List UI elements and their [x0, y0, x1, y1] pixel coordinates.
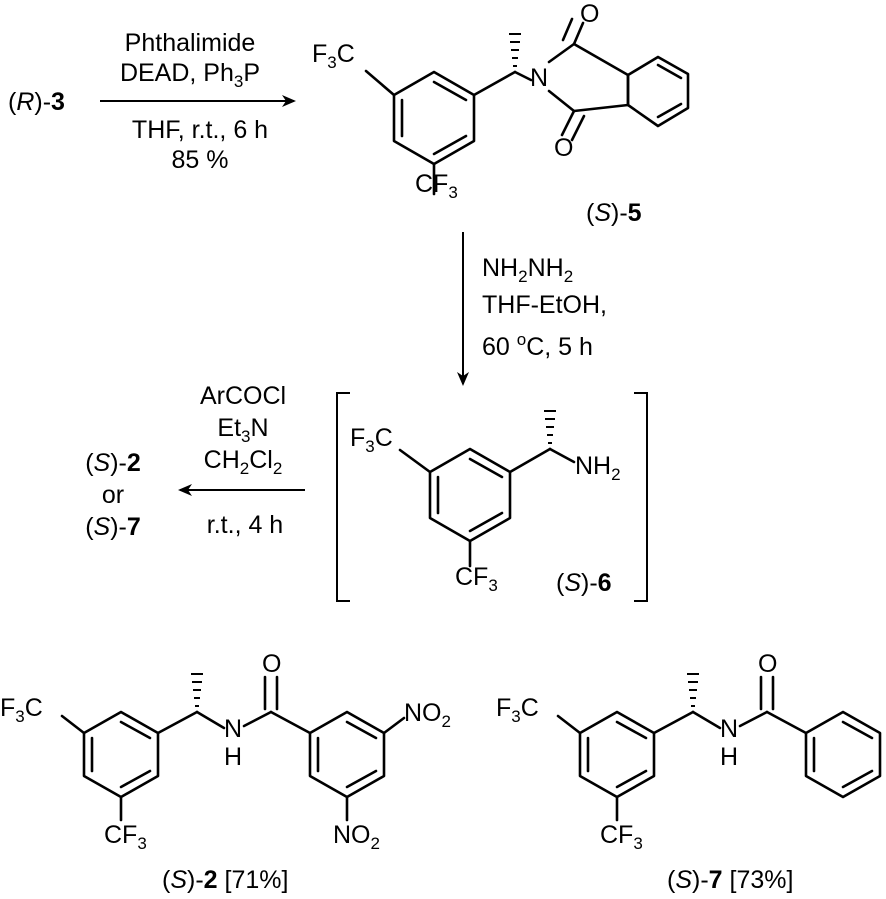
compound5-n-atom: N — [530, 64, 548, 92]
compound7-o-atom: O — [758, 650, 777, 678]
compound2-aryl-ring — [82, 710, 160, 799]
step1-conditions: THF, r.t., 6 h — [132, 116, 268, 144]
step2-reagent-hydrazine: NH2NH2 — [482, 254, 573, 286]
compound6-f3c-group: F3C — [350, 424, 393, 456]
starting-material-label: (R)-3 — [8, 88, 65, 116]
compound2-h-atom: H — [224, 743, 242, 771]
step1-yield: 85 % — [172, 146, 229, 174]
compound2-n-atom: N — [224, 715, 242, 743]
compound2-f3c-group: F3C — [0, 694, 43, 726]
compound5-f3c-group: F3C — [312, 40, 355, 72]
compound-5-structure: F3C CF3 N O O — [312, 0, 690, 202]
compound2-no2-bottom: NO2 — [333, 821, 380, 853]
compound6-aryl-ring — [428, 447, 512, 543]
step3-reagent-ch2cl2: CH2Cl2 — [204, 446, 283, 478]
compound-6-structure: F3C CF3 NH2 — [350, 410, 621, 595]
compound7-f3c-group: F3C — [496, 694, 539, 726]
step1-reagent-dead: DEAD, Ph3P — [120, 59, 260, 91]
step3-product-2: (S)-2 — [85, 449, 141, 477]
compound6-left-bracket — [336, 392, 350, 602]
compound2-dinitro-ring — [308, 710, 386, 799]
compound7-n-atom: N — [720, 715, 738, 743]
compound2-label: (S)-2 [71%] — [162, 866, 288, 894]
compound5-label: (S)-5 — [586, 199, 642, 227]
step2-solvent: THF-EtOH, — [482, 291, 607, 319]
step3-conditions: r.t., 4 h — [207, 511, 283, 539]
compound7-phenyl-ring — [804, 710, 882, 799]
step3-product-7: (S)-7 — [85, 513, 141, 541]
compound6-right-bracket — [634, 392, 648, 602]
compound5-aryl-ring — [392, 70, 476, 166]
compound7-aryl-ring — [578, 710, 656, 799]
step3-reagent-arcocl: ArCOCl — [200, 382, 286, 410]
compound5-benzo-ring — [626, 55, 690, 128]
step3-or: or — [102, 481, 124, 509]
compound6-hashed-stereo-bond — [544, 410, 556, 444]
compound5-o-top: O — [580, 0, 599, 28]
compound7-label: (S)-7 [73%] — [667, 866, 793, 894]
compound6-cf3-group: CF3 — [455, 563, 498, 595]
compound6-nh2-group: NH2 — [575, 452, 621, 484]
compound-2-structure: F3C CF3 N H O NO2 NO2 — [0, 650, 451, 853]
step2-temperature: 60 oC, 5 h — [482, 330, 593, 361]
compound6-label: (S)-6 — [556, 569, 612, 597]
compound2-no2-top: NO2 — [404, 699, 451, 731]
compound7-hashed-stereo-bond — [687, 673, 699, 707]
compound7-h-atom: H — [720, 743, 738, 771]
compound2-cf3-group: CF3 — [104, 821, 147, 853]
step3-reagent-et3n: Et3N — [217, 414, 268, 446]
compound5-cf3-group: CF3 — [415, 170, 458, 202]
compound2-hashed-stereo-bond — [191, 673, 203, 707]
compound5-hashed-stereo-bond — [509, 33, 521, 67]
compound-7-structure: F3C CF3 N H O — [496, 650, 882, 853]
compound5-o-bottom: O — [554, 134, 573, 162]
compound7-cf3-group: CF3 — [600, 821, 643, 853]
compound2-o-atom: O — [262, 650, 281, 678]
step1-reagent-phthalimide: Phthalimide — [125, 29, 256, 57]
